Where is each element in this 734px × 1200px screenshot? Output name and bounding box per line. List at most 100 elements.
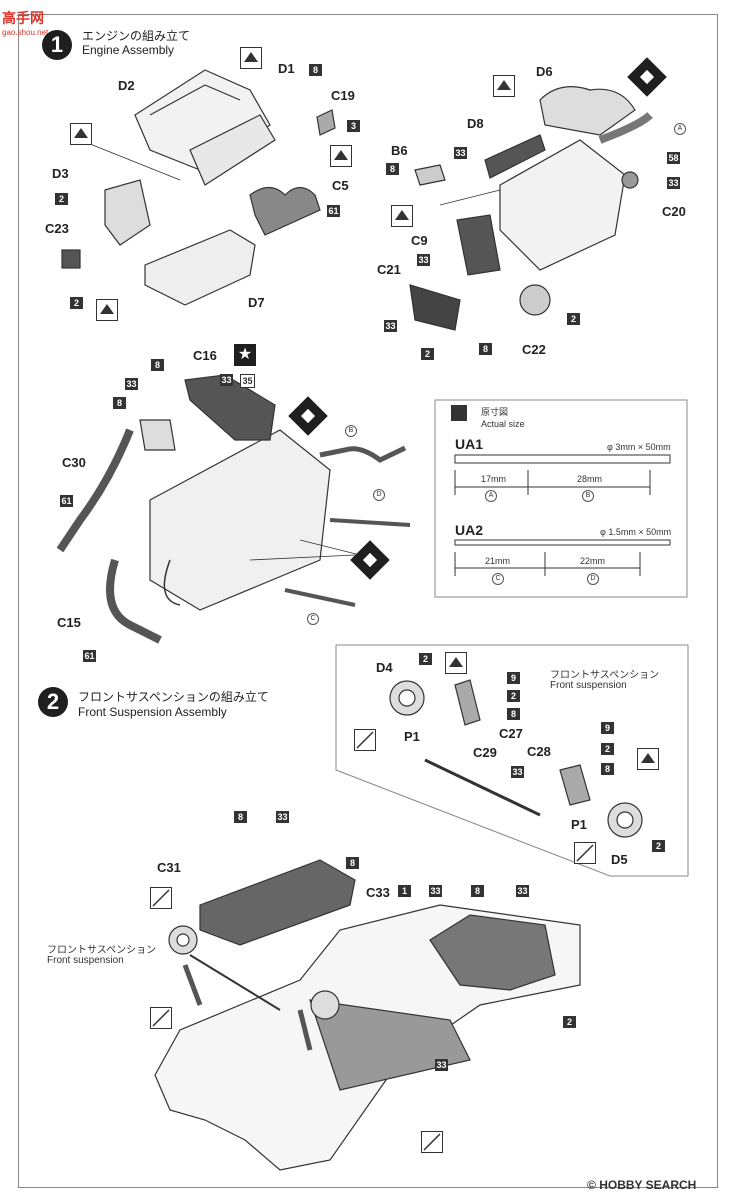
color-tag-8: 8 <box>601 763 614 775</box>
color-tag-8: 8 <box>346 857 359 869</box>
part-c15: C15 <box>57 615 81 630</box>
step1-number: 1 <box>42 30 72 60</box>
ua1-ref2: B <box>582 490 594 502</box>
part-d5: D5 <box>611 852 628 867</box>
ref-circle-b: B <box>345 425 357 437</box>
step2-title-en: Front Suspension Assembly <box>78 705 227 719</box>
part-c23: C23 <box>45 221 69 236</box>
color-tag-33: 33 <box>516 885 529 897</box>
step1-title-jp: エンジンの組み立て <box>82 29 191 43</box>
part-d8: D8 <box>467 116 484 131</box>
part-c33: C33 <box>366 885 390 900</box>
color-tag-2: 2 <box>55 193 68 205</box>
part-d6: D6 <box>536 64 553 79</box>
no-cement-icon <box>150 1007 172 1029</box>
part-d1: D1 <box>278 61 295 76</box>
color-tag-61: 61 <box>327 205 340 217</box>
part-d4: D4 <box>376 660 393 675</box>
front-susp-side-title-en: Front suspension <box>47 955 124 966</box>
part-d2: D2 <box>118 78 135 93</box>
color-tag-3: 3 <box>347 120 360 132</box>
part-c27: C27 <box>499 726 523 741</box>
ref-circle-d: D <box>373 489 385 501</box>
color-tag-61: 61 <box>60 495 73 507</box>
part-c31: C31 <box>157 860 181 875</box>
color-tag-58: 58 <box>667 152 680 164</box>
step2-title-jp: フロントサスペンションの組み立て <box>78 690 269 704</box>
actual-size-title-jp: 原寸図 <box>481 407 509 417</box>
color-tag-33: 33 <box>511 766 524 778</box>
part-c30: C30 <box>62 455 86 470</box>
color-tag-2: 2 <box>419 653 432 665</box>
color-tag-8: 8 <box>113 397 126 409</box>
color-tag-8: 8 <box>479 343 492 355</box>
color-tag-8: 8 <box>471 885 484 897</box>
cement-icon <box>70 123 92 145</box>
ua2-seg1: 21mm <box>485 556 511 566</box>
cement-icon <box>96 299 118 321</box>
ua2-seg2: 22mm <box>580 556 606 566</box>
cement-icon <box>445 652 467 674</box>
no-cement-icon <box>574 842 596 864</box>
ref-circle-c: C <box>307 613 319 625</box>
cement-icon <box>493 75 515 97</box>
color-tag-2: 2 <box>567 313 580 325</box>
ruler-icon <box>451 405 467 421</box>
color-tag-9: 9 <box>601 722 614 734</box>
no-cement-icon <box>354 729 376 751</box>
color-tag-8: 8 <box>386 163 399 175</box>
cement-icon <box>637 748 659 770</box>
part-c9: C9 <box>411 233 428 248</box>
color-tag-2: 2 <box>421 348 434 360</box>
color-tag-33: 33 <box>384 320 397 332</box>
color-tag-33: 33 <box>454 147 467 159</box>
color-tag-33: 33 <box>125 378 138 390</box>
color-tag-8: 8 <box>151 359 164 371</box>
ua2-ref2: D <box>587 573 599 585</box>
cement-icon <box>240 47 262 69</box>
color-tag-33: 33 <box>435 1059 448 1071</box>
color-tag-33: 33 <box>429 885 442 897</box>
watermark-top: 高手网 gao.shou.net <box>2 8 48 37</box>
part-p1-left: P1 <box>404 729 420 744</box>
ua1-seg1: 17mm <box>481 474 507 484</box>
front-susp-box-title-en: Front suspension <box>550 680 627 691</box>
watermark-top-sub: gao.shou.net <box>2 28 49 37</box>
cement-icon <box>391 205 413 227</box>
front-susp-side-title-jp: フロントサスペンション <box>47 945 157 956</box>
color-tag-2: 2 <box>652 840 665 852</box>
part-c21: C21 <box>377 262 401 277</box>
color-tag-61: 61 <box>83 650 96 662</box>
part-c22: C22 <box>522 342 546 357</box>
ua1-spec: φ 3mm × 50mm <box>607 442 671 452</box>
watermark-bottom: © HOBBY SEARCH <box>587 1178 696 1192</box>
watermark-bottom-symbol: © <box>587 1178 596 1192</box>
color-tag-33: 33 <box>417 254 430 266</box>
page-border <box>18 14 718 1188</box>
step1-title-en: Engine Assembly <box>82 43 175 57</box>
part-b6: B6 <box>391 143 408 158</box>
ua2-label: UA2 <box>455 522 484 538</box>
star-icon: ★ <box>234 344 256 366</box>
ua1-label: UA1 <box>455 436 484 452</box>
color-tag-33: 33 <box>667 177 680 189</box>
color-tag-9: 9 <box>507 672 520 684</box>
watermark-bottom-text: HOBBY SEARCH <box>599 1178 697 1192</box>
color-tag-8: 8 <box>234 811 247 823</box>
part-d7: D7 <box>248 295 265 310</box>
step2-number: 2 <box>38 687 68 717</box>
ua2-ref1: C <box>492 573 504 585</box>
color-tag-8: 8 <box>309 64 322 76</box>
color-tag-2: 2 <box>70 297 83 309</box>
watermark-top-text: 高手网 <box>2 10 44 26</box>
color-tag-35: 35 <box>240 374 255 388</box>
no-cement-icon <box>421 1131 443 1153</box>
color-tag-8: 8 <box>507 708 520 720</box>
no-cement-icon <box>150 887 172 909</box>
color-tag-2: 2 <box>563 1016 576 1028</box>
front-susp-box-title-jp: フロントサスペンション <box>550 670 660 681</box>
ua1-seg2: 28mm <box>577 474 603 484</box>
part-c5: C5 <box>332 178 349 193</box>
color-tag-2: 2 <box>507 690 520 702</box>
